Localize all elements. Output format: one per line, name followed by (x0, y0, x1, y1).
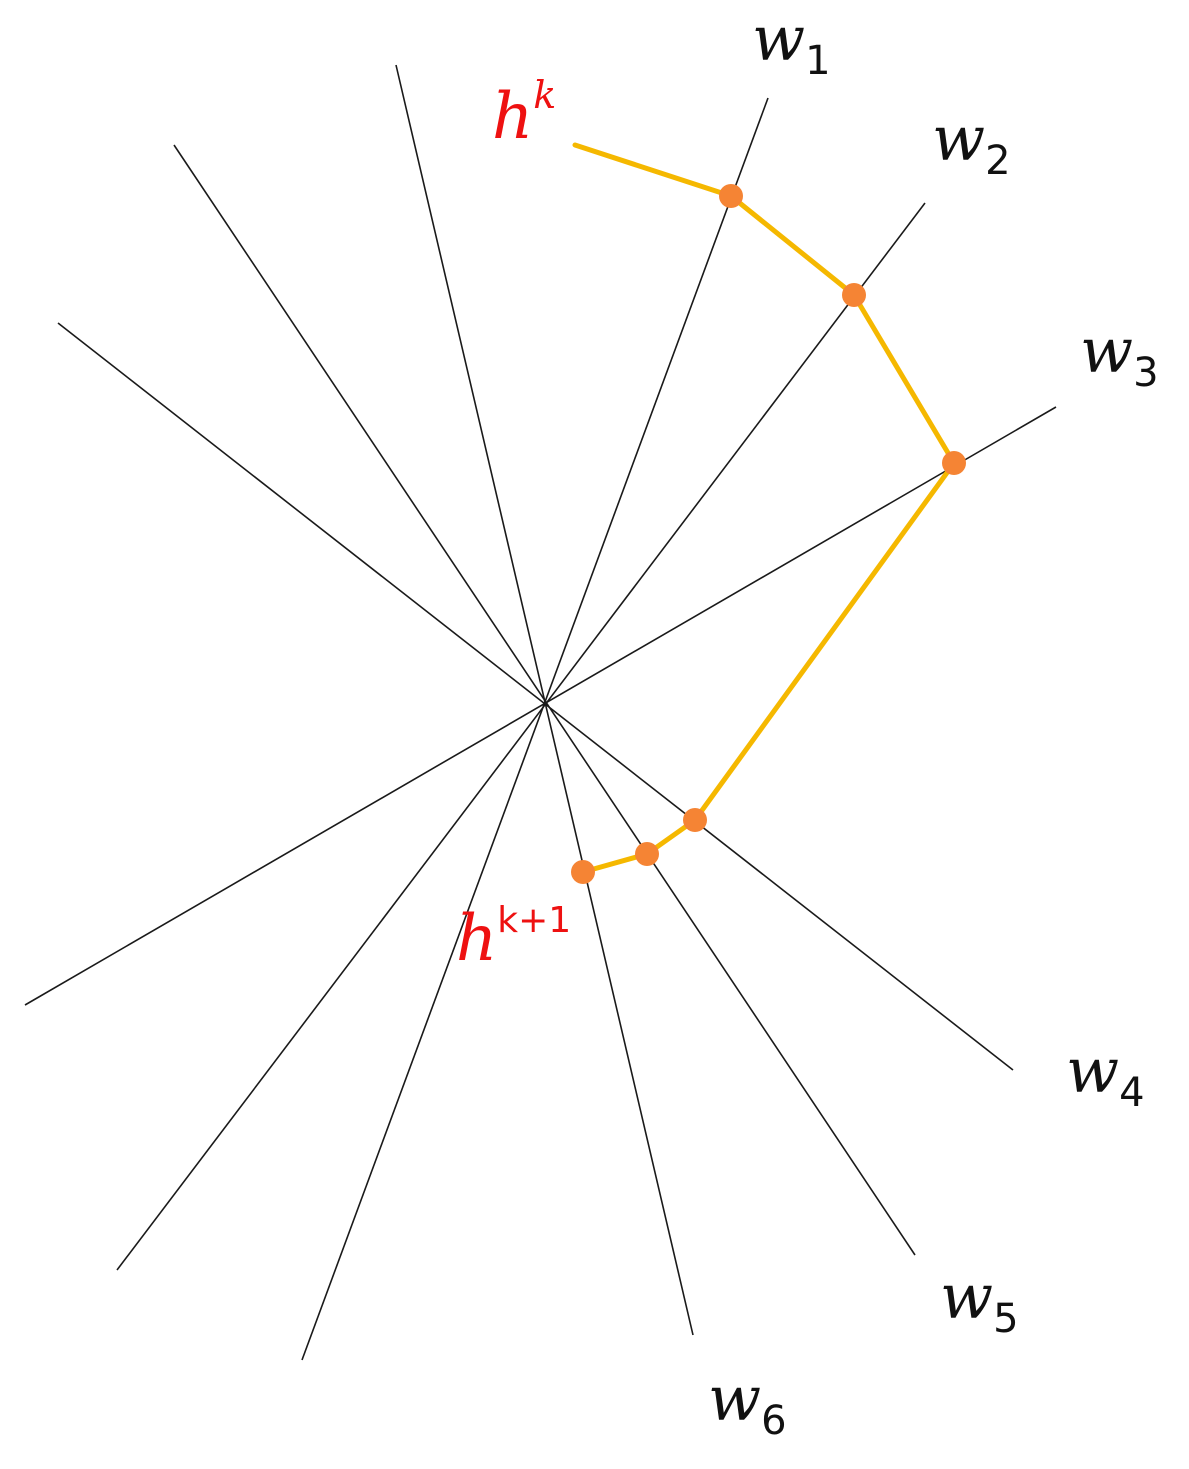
label-w2: w2 (932, 102, 1011, 184)
line-w4 (57, 322, 1014, 1071)
label-h-k: hk (492, 73, 556, 154)
point-on-w1 (719, 184, 743, 208)
point-on-w2 (842, 283, 866, 307)
point-on-w5 (635, 842, 659, 866)
line-w2 (116, 202, 926, 1271)
label-w4: w4 (1066, 1034, 1145, 1116)
projection-points (571, 184, 966, 884)
line-w3 (24, 406, 1057, 1006)
point-on-w6 (571, 860, 595, 884)
line-w1 (301, 97, 769, 1361)
label-w1: w1 (752, 2, 831, 84)
label-h-k-plus-1: hk+1 (456, 900, 571, 976)
projection-path (572, 142, 957, 875)
hyperplane-lines (24, 64, 1057, 1361)
label-w3: w3 (1080, 314, 1159, 396)
label-w5: w5 (940, 1260, 1019, 1342)
line-w6 (395, 64, 694, 1336)
point-on-w3 (942, 451, 966, 475)
label-w6: w6 (708, 1362, 787, 1444)
point-on-w4 (683, 808, 707, 832)
